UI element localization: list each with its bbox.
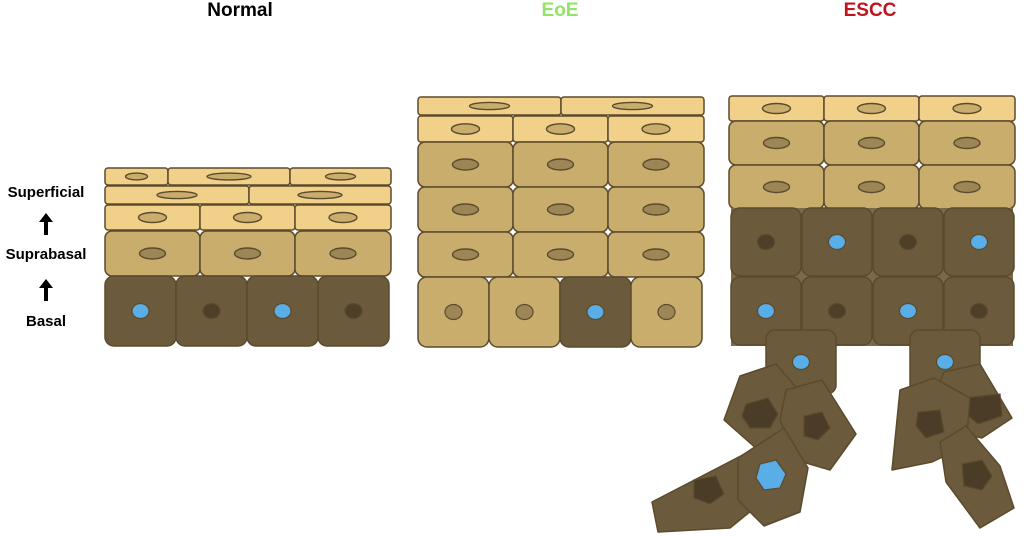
oval-nucleus [233, 247, 262, 260]
proliferating-nucleus [586, 303, 605, 321]
irregular-nucleus [803, 411, 831, 441]
oval-nucleus [451, 203, 480, 216]
flat-nucleus [856, 102, 887, 115]
flat-nucleus [450, 123, 481, 135]
oval-nucleus [857, 136, 886, 150]
irregular-nucleus [755, 459, 787, 491]
oval-nucleus [762, 136, 791, 150]
flat-nucleus [324, 172, 357, 181]
proliferating-nucleus [898, 302, 918, 320]
oval-nucleus [546, 248, 575, 261]
quiescent-nucleus [344, 302, 363, 320]
oval-nucleus [546, 158, 575, 171]
oval-nucleus [515, 303, 534, 321]
irregular-nucleus [915, 409, 945, 439]
proliferating-nucleus [756, 302, 776, 320]
escc-title: ESCC [843, 0, 897, 21]
flat-nucleus [124, 172, 149, 181]
flat-nucleus [328, 211, 358, 224]
eoe-epithelium [417, 96, 705, 348]
oval-nucleus [138, 247, 167, 260]
suprabasal-label: Suprabasal [5, 246, 87, 263]
oval-nucleus [857, 180, 886, 194]
flat-nucleus [137, 211, 168, 224]
oval-nucleus [329, 247, 357, 260]
flat-nucleus [156, 190, 198, 200]
quiescent-nucleus [898, 233, 918, 251]
oval-nucleus [953, 180, 981, 194]
superficial-label: Superficial [7, 184, 85, 201]
up-arrow-icon [39, 279, 53, 301]
flat-nucleus [611, 101, 654, 111]
quiescent-nucleus [827, 302, 847, 320]
proliferating-nucleus [273, 302, 292, 320]
proliferating-nucleus [131, 302, 150, 320]
quiescent-nucleus [756, 233, 776, 251]
oval-nucleus [657, 303, 676, 321]
proliferating-nucleus [827, 233, 847, 251]
flat-nucleus [468, 101, 511, 111]
up-arrow-icon [39, 213, 53, 235]
flat-nucleus [297, 190, 343, 200]
normal-epithelium [104, 167, 392, 347]
flat-nucleus [761, 102, 792, 115]
proliferating-nucleus [969, 233, 989, 251]
normal-title: Normal [207, 0, 273, 21]
oval-nucleus [451, 158, 480, 171]
oval-nucleus [642, 248, 670, 261]
flat-nucleus [545, 123, 576, 135]
basal-label: Basal [25, 313, 67, 330]
quiescent-nucleus [202, 302, 221, 320]
eoe-title: EoE [541, 0, 579, 21]
proliferating-nucleus [935, 353, 955, 371]
flat-nucleus [232, 211, 263, 224]
oval-nucleus [762, 180, 791, 194]
flat-nucleus [952, 102, 982, 115]
flat-nucleus [206, 172, 252, 181]
irregular-nucleus [961, 459, 993, 491]
irregular-nucleus [693, 475, 725, 505]
proliferating-nucleus [791, 353, 811, 371]
oval-nucleus [953, 136, 981, 150]
flat-nucleus [641, 123, 671, 135]
quiescent-nucleus [969, 302, 989, 320]
oval-nucleus [642, 203, 670, 216]
oval-nucleus [642, 158, 670, 171]
oval-nucleus [444, 303, 463, 321]
escc-epithelium [651, 95, 1016, 533]
irregular-nucleus [741, 397, 779, 429]
oval-nucleus [546, 203, 575, 216]
oval-nucleus [451, 248, 480, 261]
